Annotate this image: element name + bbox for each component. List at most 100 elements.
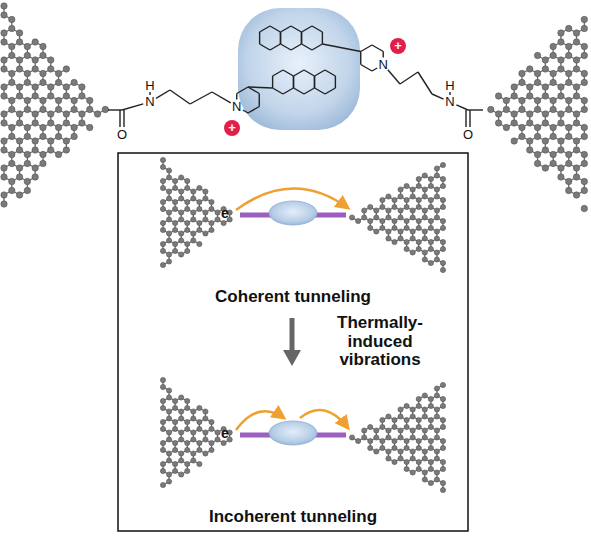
carbon-atom xyxy=(24,43,30,49)
carbon-atom xyxy=(197,440,202,445)
carbon-atom xyxy=(410,435,415,440)
carbon-atom xyxy=(16,84,22,90)
carbon-atom xyxy=(503,97,509,103)
carbon-atom xyxy=(55,97,61,103)
carbon-atom xyxy=(185,227,190,232)
carbon-atom xyxy=(434,407,439,412)
carbon-atom xyxy=(203,451,208,456)
carbon-atom xyxy=(55,106,61,112)
carbon-atom xyxy=(380,424,385,429)
carbon-atom xyxy=(9,43,15,49)
carbon-atom xyxy=(416,197,421,202)
bond xyxy=(372,68,377,71)
carbon-atom xyxy=(197,220,202,225)
carbon-atom xyxy=(495,111,501,117)
carbon-atom xyxy=(40,106,46,112)
carbon-atom xyxy=(1,3,7,9)
carbon-atom xyxy=(185,398,190,403)
carbon-atom xyxy=(434,470,439,475)
carbon-atom xyxy=(386,215,391,220)
caption-text: Coherent tunneling xyxy=(215,288,371,307)
carbon-atom xyxy=(173,447,178,452)
carbon-atom xyxy=(428,204,433,209)
carbon-atom xyxy=(550,52,556,58)
charge-sign: + xyxy=(394,39,402,53)
carbon-atom xyxy=(191,416,196,421)
carbon-atom xyxy=(566,151,572,157)
carbon-atom xyxy=(160,461,165,466)
carbon-atom xyxy=(404,438,409,443)
carbon-atom xyxy=(9,124,15,130)
carbon-atom xyxy=(197,206,202,211)
bond xyxy=(122,104,143,110)
carbon-atom xyxy=(428,225,433,230)
carbon-atom xyxy=(40,52,46,58)
carbon-atom xyxy=(166,395,171,400)
carbon-atom xyxy=(440,382,445,387)
carbon-atom xyxy=(428,239,433,244)
carbon-atom xyxy=(209,199,214,204)
carbon-atom xyxy=(16,147,22,153)
carbon-atom xyxy=(440,204,445,209)
carbon-atom xyxy=(440,197,445,202)
process-arrowhead xyxy=(283,350,301,366)
carbon-atom xyxy=(404,466,409,471)
carbon-atom xyxy=(1,120,7,126)
carbon-atom xyxy=(440,480,445,485)
carbon-atom xyxy=(422,428,427,433)
atom-label: H xyxy=(445,79,454,93)
carbon-atom xyxy=(160,468,165,473)
carbon-atom xyxy=(573,138,579,144)
carbon-atom xyxy=(534,133,540,139)
carbon-atom xyxy=(160,199,165,204)
bond xyxy=(248,87,273,88)
carbon-atom xyxy=(398,236,403,241)
bond xyxy=(465,110,466,127)
carbon-atom xyxy=(558,39,564,45)
carbon-atom xyxy=(173,241,178,246)
carbon-atom xyxy=(511,111,517,117)
carbon-atom xyxy=(434,166,439,171)
carbon-atom xyxy=(166,189,171,194)
carbon-atom xyxy=(566,52,572,58)
carbon-atom xyxy=(1,138,7,144)
carbon-atom xyxy=(55,70,61,76)
carbon-atom xyxy=(534,124,540,130)
carbon-atom xyxy=(179,458,184,463)
carbon-atom xyxy=(398,456,403,461)
carbon-atom xyxy=(581,106,587,112)
carbon-atom xyxy=(573,165,579,171)
carbon-atom xyxy=(185,405,190,410)
carbon-atom xyxy=(179,189,184,194)
carbon-atom xyxy=(173,185,178,190)
carbon-atom xyxy=(203,416,208,421)
carbon-atom xyxy=(48,111,54,117)
carbon-atom xyxy=(410,407,415,412)
carbon-atom xyxy=(160,178,165,183)
bond xyxy=(123,110,124,127)
carbon-atom xyxy=(440,267,445,272)
carbon-atom xyxy=(197,461,202,466)
carbon-atom xyxy=(160,157,165,162)
carbon-atom xyxy=(203,196,208,201)
bond xyxy=(322,44,360,52)
carbon-atom xyxy=(404,218,409,223)
bond xyxy=(335,76,336,88)
bond xyxy=(260,26,270,32)
carbon-atom xyxy=(434,236,439,241)
carbon-atom xyxy=(558,93,564,99)
carbon-atom xyxy=(398,407,403,412)
carbon-atom xyxy=(573,66,579,72)
carbon-atom xyxy=(416,396,421,401)
carbon-atom xyxy=(197,241,202,246)
carbon-atom xyxy=(160,241,165,246)
carbon-atom xyxy=(527,84,533,90)
carbon-atom xyxy=(428,438,433,443)
carbon-atom xyxy=(179,238,184,243)
carbon-atom xyxy=(495,120,501,126)
carbon-atom xyxy=(48,57,54,63)
carbon-atom xyxy=(160,440,165,445)
carbon-atom xyxy=(9,178,15,184)
carbon-atom xyxy=(160,426,165,431)
carbon-atom xyxy=(166,437,171,442)
